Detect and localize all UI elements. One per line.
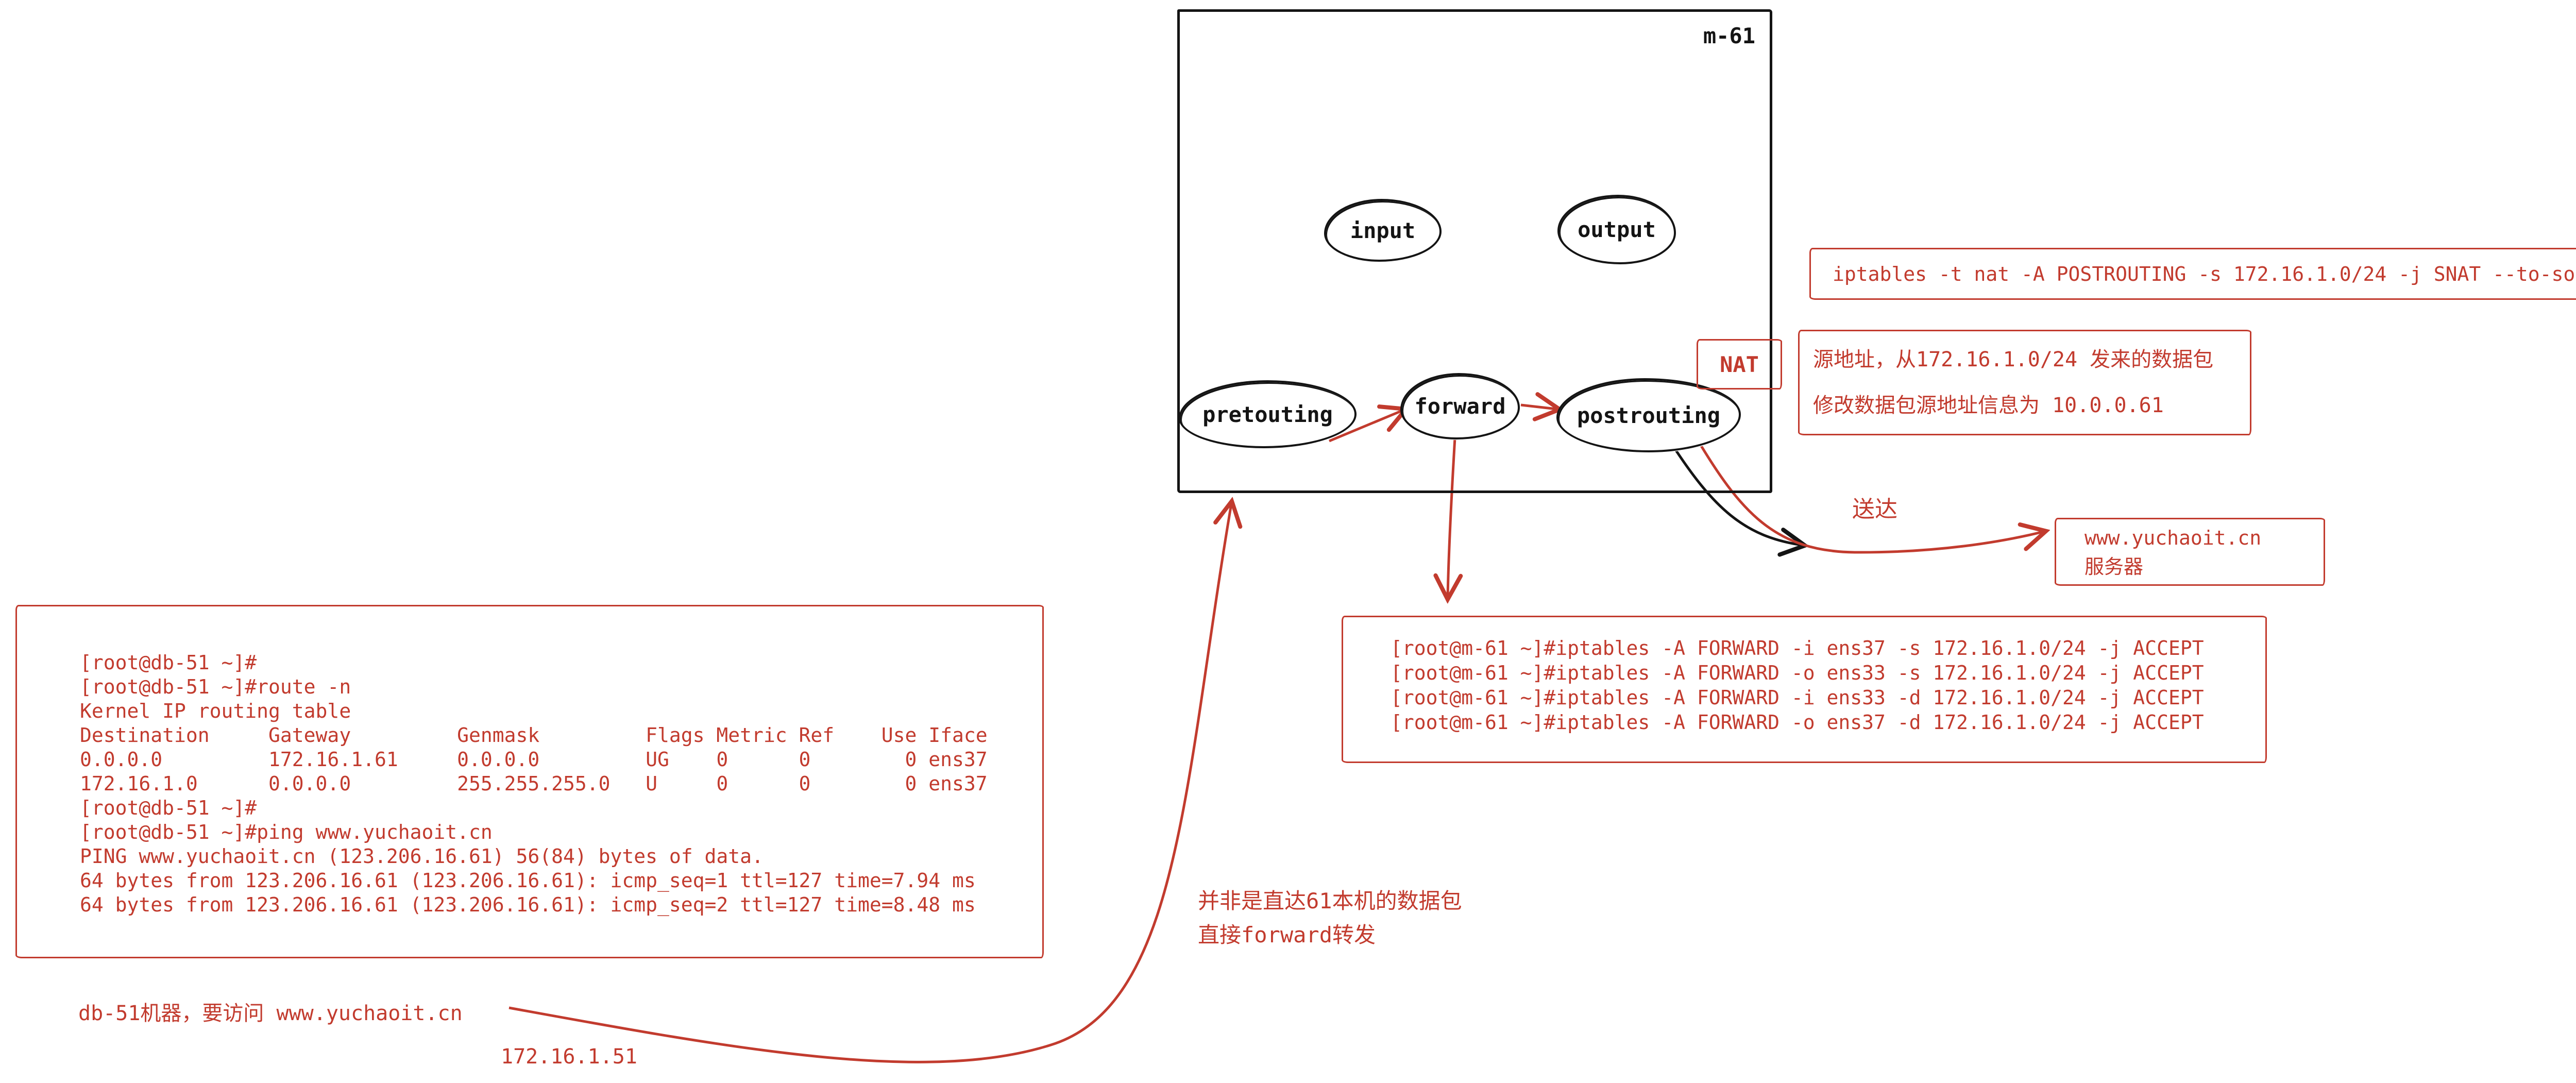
chain-node-forward: forward [1400, 373, 1520, 439]
forward-note: 并非是直达61本机的数据包 直接forward转发 [1198, 884, 1462, 952]
chain-node-prerouting: pretouting [1179, 380, 1357, 448]
m61-terminal-text: [root@m-61 ~]#iptables -A FORWARD -i ens… [1391, 637, 2204, 734]
client-ip-label: 172.16.1.51 [501, 1045, 637, 1069]
db51-terminal-box: [root@db-51 ~]# [root@db-51 ~]#route -n … [15, 605, 1044, 958]
nat-tag-box: NAT [1697, 339, 1782, 390]
m61-terminal-box: [root@m-61 ~]#iptables -A FORWARD -i ens… [1342, 616, 2267, 763]
db51-terminal-text: [root@db-51 ~]# [root@db-51 ~]#route -n … [80, 651, 988, 916]
chain-node-postrouting: postrouting [1556, 378, 1741, 452]
client-label: db-51机器，要访问 www.yuchaoit.cn [78, 1002, 463, 1025]
forward-note-line1: 并非是直达61本机的数据包 [1198, 888, 1462, 913]
forward-note-line2: 直接forward转发 [1198, 922, 1376, 947]
chain-label-prerouting: pretouting [1202, 401, 1333, 427]
delivery-label: 送达 [1852, 496, 1897, 522]
snat-rule-box: iptables -t nat -A POSTROUTING -s 172.16… [1809, 248, 2576, 300]
snat-note-box: 源地址，从172.16.1.0/24 发来的数据包 修改数据包源地址信息为 10… [1798, 330, 2251, 435]
chain-node-input: input [1324, 199, 1442, 262]
chain-label-postrouting: postrouting [1577, 402, 1721, 428]
snat-note-line1: 源地址，从172.16.1.0/24 发来的数据包 [1813, 347, 2214, 371]
snat-note-line2: 修改数据包源地址信息为 10.0.0.61 [1813, 394, 2164, 418]
server-role-label: 服务器 [2084, 555, 2144, 578]
chain-label-output: output [1578, 217, 1656, 242]
chain-node-output: output [1557, 195, 1676, 264]
chain-label-input: input [1350, 217, 1416, 243]
chain-label-forward: forward [1414, 394, 1506, 419]
machine-box-m61: m-61 [1177, 9, 1772, 493]
server-domain: www.yuchaoit.cn [2084, 527, 2262, 549]
server-box: www.yuchaoit.cn 服务器 [2055, 518, 2325, 586]
snat-rule-text: iptables -t nat -A POSTROUTING -s 172.16… [1833, 262, 2576, 285]
nat-tag-label: NAT [1720, 351, 1759, 377]
machine-label: m-61 [1703, 23, 1755, 48]
